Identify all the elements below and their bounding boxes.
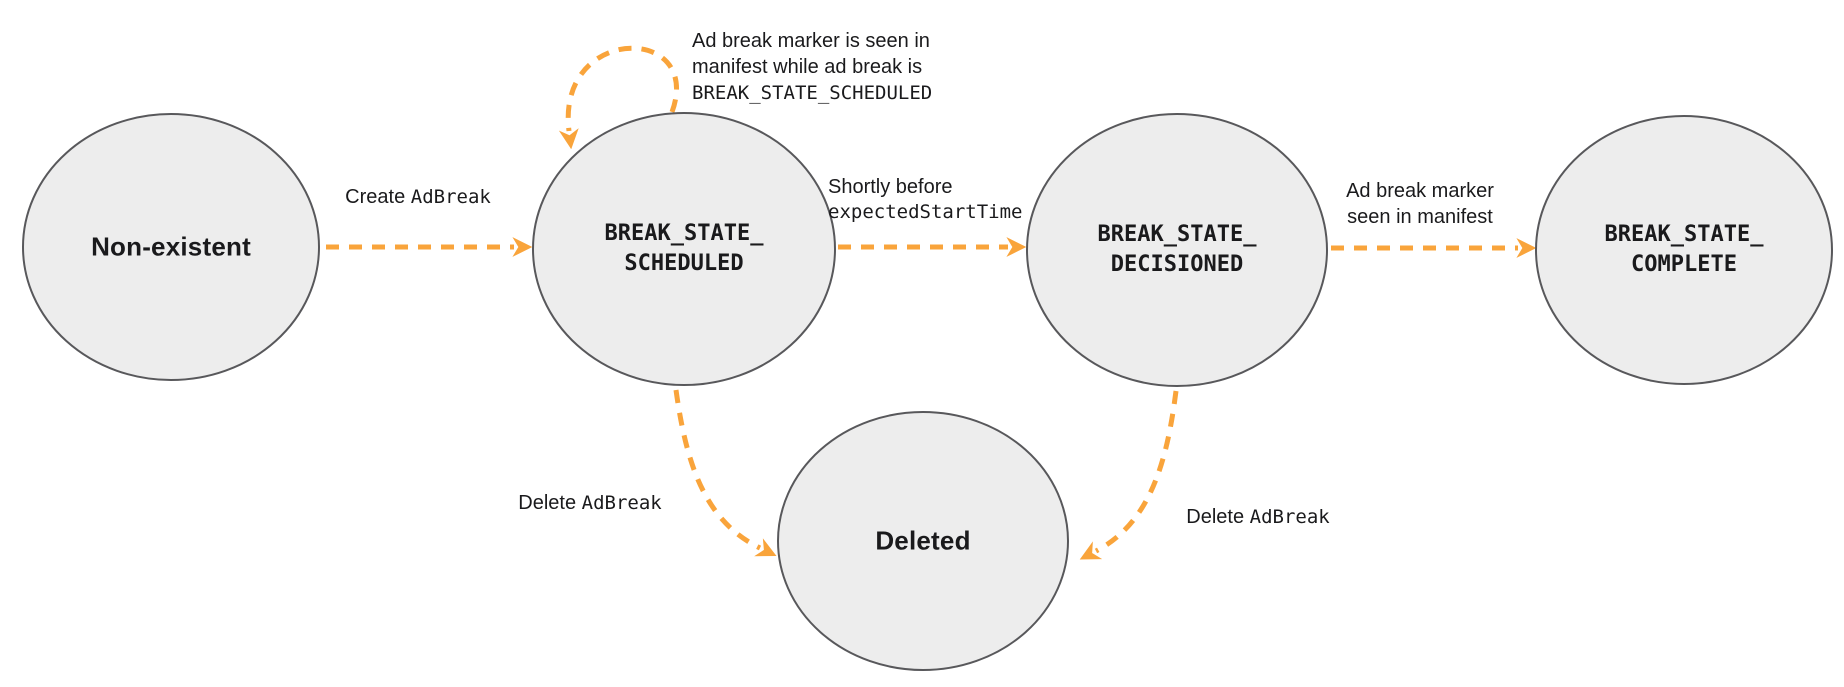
edge-label-create-adbreak: Create AdBreak	[345, 184, 491, 210]
edge-label-text: Create	[345, 186, 411, 208]
edge-label-code: AdBreak	[410, 186, 491, 208]
state-label-non-existent: Non-existent	[91, 231, 251, 262]
state-label-line: BREAK_STATE_	[1097, 222, 1257, 248]
edge-label-shortly-before: Shortly before expectedStartTime	[828, 174, 1022, 225]
edge-label-self-loop: Ad break marker is seen in manifest whil…	[692, 28, 932, 106]
edge-self-loop-scheduled	[558, 45, 680, 150]
edge-delete-from-decisioned	[1079, 390, 1179, 560]
state-node-deleted	[777, 411, 1069, 671]
edge-label-code: expectedStartTime	[828, 201, 1023, 224]
state-label-line: COMPLETE	[1631, 252, 1737, 277]
state-label-line: SCHEDULED	[624, 251, 744, 276]
edge-label-text: Delete	[518, 492, 582, 514]
edge-label-line: Ad break marker is seen in	[692, 30, 930, 52]
edge-label-line: Ad break marker	[1346, 180, 1494, 202]
state-node-break-state-decisioned	[1026, 113, 1328, 387]
edge-delete-from-scheduled	[673, 389, 777, 557]
edge-label-line: Shortly before	[828, 176, 953, 198]
state-label-break-state-decisioned: BREAK_STATE_ DECISIONED	[1098, 220, 1257, 280]
state-label-break-state-scheduled: BREAK_STATE_ SCHEDULED	[605, 219, 764, 279]
state-label-deleted: Deleted	[875, 525, 971, 556]
state-node-break-state-complete	[1535, 115, 1833, 385]
edge-label-code: AdBreak	[1249, 506, 1330, 528]
state-label-line: DECISIONED	[1110, 252, 1244, 277]
edge-label-delete-adbreak-left: Delete AdBreak	[518, 490, 661, 516]
edge-label-code: AdBreak	[581, 492, 662, 514]
state-label-line: BREAK_STATE_	[604, 221, 764, 247]
edge-label-delete-adbreak-right: Delete AdBreak	[1186, 504, 1329, 530]
edge-label-line: manifest while ad break is	[692, 56, 923, 79]
edge-label-line: seen in manifest	[1347, 206, 1493, 229]
state-node-non-existent	[22, 113, 320, 381]
edge-label-text: Delete	[1186, 506, 1250, 528]
state-label-line: BREAK_STATE_	[1604, 222, 1764, 248]
edge-label-marker-seen: Ad break marker seen in manifest	[1346, 178, 1494, 231]
state-label-break-state-complete: BREAK_STATE_ COMPLETE	[1605, 220, 1764, 280]
edge-label-code: BREAK_STATE_SCHEDULED	[692, 81, 933, 104]
state-node-break-state-scheduled	[532, 112, 836, 386]
